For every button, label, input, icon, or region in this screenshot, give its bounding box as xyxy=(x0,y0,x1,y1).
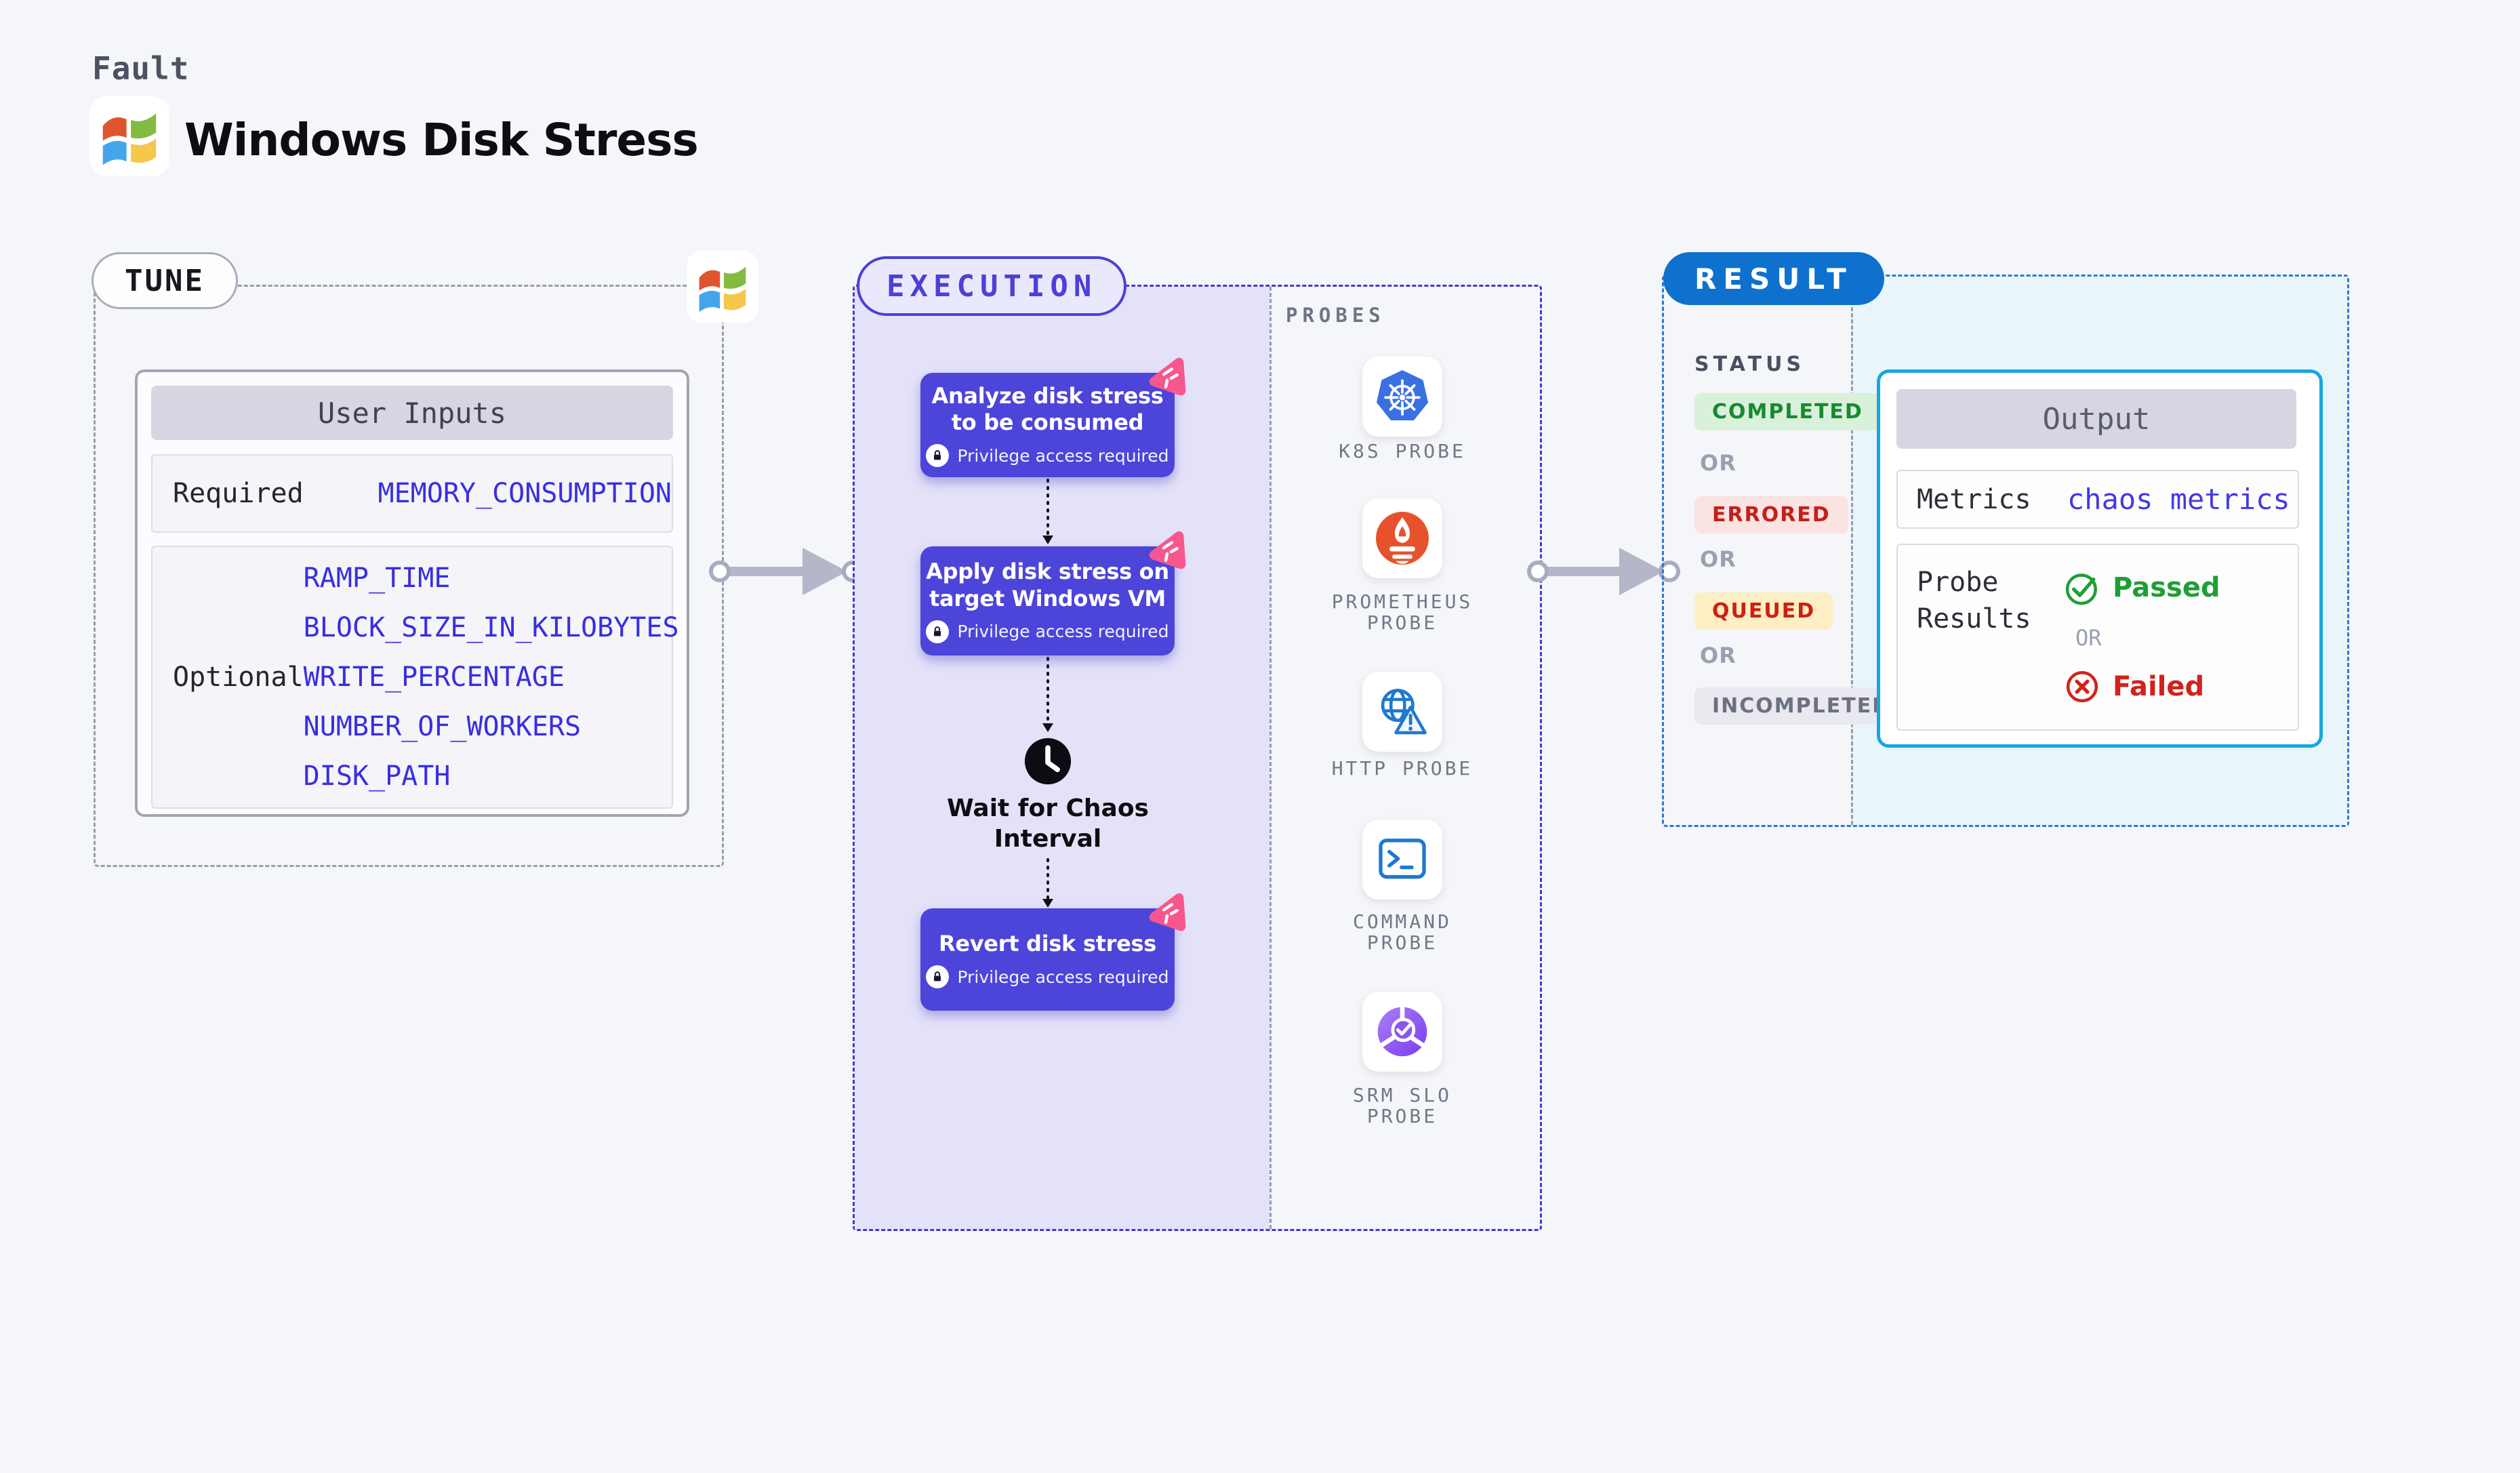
windows-flag-icon xyxy=(102,113,157,165)
privilege-note: Privilege access required xyxy=(926,444,1169,468)
wait-for-chaos-interval-label: Wait for Chaos Interval xyxy=(947,794,1149,853)
probe-label: COMMAND PROBE xyxy=(1352,910,1452,954)
status-badge-errored: ERRORED xyxy=(1694,496,1848,533)
required-label: Required xyxy=(173,478,304,509)
param-value: WRITE_PERCENTAGE xyxy=(303,662,565,693)
or-separator: OR xyxy=(1700,450,1736,476)
chaos-fault-icon xyxy=(1149,531,1186,569)
flow-arrow-tune-to-execution xyxy=(709,548,863,595)
chaos-fault-icon xyxy=(1149,893,1186,931)
privilege-text: Privilege access required xyxy=(957,967,1169,987)
prometheus-icon xyxy=(1376,512,1429,565)
dotted-connector-down xyxy=(1042,858,1053,908)
param-value: DISK_PATH xyxy=(303,761,451,792)
probe-card-k8s xyxy=(1362,357,1442,437)
metrics-value: chaos metrics xyxy=(2067,483,2290,516)
probe-label: SRM SLO PROBE xyxy=(1352,1084,1452,1127)
clock-icon xyxy=(1024,738,1072,785)
metrics-row: Metrics chaos metrics xyxy=(1896,470,2299,529)
param-value: NUMBER_OF_WORKERS xyxy=(303,711,582,742)
probe-card-prometheus xyxy=(1362,498,1442,578)
privilege-note: Privilege access required xyxy=(926,620,1169,643)
or-separator: OR xyxy=(1700,546,1736,572)
output-title: Output xyxy=(1896,389,2296,449)
tune-badge: TUNE xyxy=(92,252,238,309)
param-value: BLOCK_SIZE_IN_KILOBYTES xyxy=(303,612,679,643)
dotted-connector-down xyxy=(1042,657,1053,732)
terminal-icon xyxy=(1379,839,1426,879)
execution-probes-divider xyxy=(1269,287,1272,1229)
step-title: Analyze disk stress to be consumed xyxy=(931,382,1164,435)
step-analyze-disk-stress: Analyze disk stress to be consumed Privi… xyxy=(920,357,1186,477)
metrics-label: Metrics xyxy=(1917,483,2031,515)
user-inputs-table: User Inputs Required MEMORY_CONSUMPTION … xyxy=(135,369,689,817)
probe-label: K8S PROBE xyxy=(1339,440,1466,462)
probe-card-http xyxy=(1362,672,1442,752)
chaos-fault-icon xyxy=(1149,357,1186,396)
windows-logo-small xyxy=(687,251,758,323)
check-circle-icon xyxy=(2065,573,2097,605)
status-badge-completed: COMPLETED xyxy=(1694,393,1881,430)
status-output-divider xyxy=(1851,277,1853,825)
optional-label: Optional xyxy=(173,662,304,693)
output-card: Output Metrics chaos metrics Probe Resul… xyxy=(1877,369,2323,748)
http-globe-icon xyxy=(1381,689,1427,735)
required-row: Required MEMORY_CONSUMPTION xyxy=(151,454,673,533)
privilege-note: Privilege access required xyxy=(926,965,1169,989)
execution-badge: EXECUTION xyxy=(857,256,1127,316)
windows-logo-large xyxy=(89,96,169,176)
probes-heading: PROBES xyxy=(1286,304,1385,327)
optional-row: Optional RAMP_TIME BLOCK_SIZE_IN_KILOBYT… xyxy=(151,546,679,809)
result-badge: RESULT xyxy=(1663,252,1884,305)
param-value: RAMP_TIME xyxy=(303,563,451,594)
failed-label: Failed xyxy=(2113,671,2205,702)
lock-icon xyxy=(926,965,950,989)
step-title: Apply disk stress on target Windows VM xyxy=(926,559,1169,611)
probe-results-label: Probe Results xyxy=(1917,567,2031,634)
status-heading: STATUS xyxy=(1694,352,1806,376)
param-value: MEMORY_CONSUMPTION xyxy=(378,478,672,509)
or-separator: OR xyxy=(2075,625,2102,651)
windows-flag-icon xyxy=(699,266,746,312)
user-inputs-title: User Inputs xyxy=(151,386,673,440)
step-apply-disk-stress: Apply disk stress on target Windows VM P… xyxy=(920,531,1186,655)
privilege-text: Privilege access required xyxy=(957,622,1169,642)
failed-result: Failed xyxy=(2064,668,2204,705)
optional-params: RAMP_TIME BLOCK_SIZE_IN_KILOBYTES WRITE_… xyxy=(304,563,679,792)
lock-icon xyxy=(926,444,950,468)
or-separator: OR xyxy=(1700,643,1736,668)
page-title: Windows Disk Stress xyxy=(184,114,699,166)
status-badge-incompleted: INCOMPLETED xyxy=(1694,687,1909,725)
fault-kicker: Fault xyxy=(92,50,190,87)
probe-results-row: Probe Results Passed OR Failed xyxy=(1896,544,2299,731)
probe-card-command xyxy=(1362,820,1442,900)
passed-label: Passed xyxy=(2113,572,2220,603)
passed-result: Passed xyxy=(2064,569,2220,606)
x-circle-icon xyxy=(2066,670,2098,703)
step-title: Revert disk stress xyxy=(939,930,1156,956)
status-badge-queued: QUEUED xyxy=(1694,592,1833,630)
srm-slo-icon xyxy=(1377,1004,1427,1057)
dotted-connector-down xyxy=(1042,479,1053,544)
privilege-text: Privilege access required xyxy=(957,445,1169,466)
probe-label: PROMETHEUS PROBE xyxy=(1331,590,1474,634)
flow-arrow-execution-to-result xyxy=(1527,548,1680,595)
required-params: MEMORY_CONSUMPTION xyxy=(378,478,672,509)
probe-label: HTTP PROBE xyxy=(1331,757,1474,780)
lock-icon xyxy=(926,620,950,643)
kubernetes-icon xyxy=(1376,370,1429,421)
probe-card-srm-slo xyxy=(1362,992,1442,1072)
step-revert-disk-stress: Revert disk stress Privilege access requ… xyxy=(920,893,1186,1011)
